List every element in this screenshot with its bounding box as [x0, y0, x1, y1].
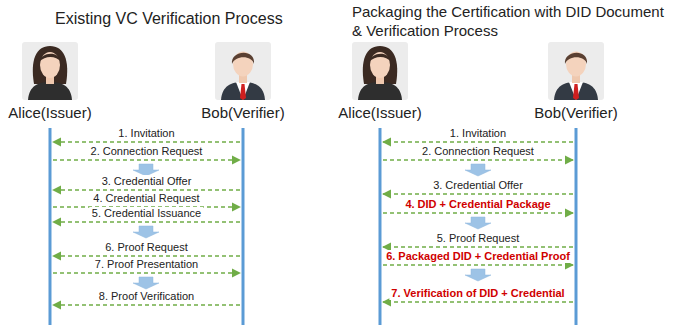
step-arrow [465, 164, 491, 176]
message-arrow [53, 304, 240, 305]
person-icon [546, 40, 606, 102]
message-label: 7. Proof Presentation [93, 258, 200, 271]
message-arrow [383, 141, 573, 142]
message-arrow [53, 159, 240, 160]
panel-title: Existing VC Verification Process [55, 9, 355, 28]
actor: Alice(Issuer) [8, 40, 91, 122]
message-arrow [53, 221, 240, 222]
message-arrow [383, 264, 573, 265]
message-label: 7. Verification of DID + Credential [389, 287, 566, 300]
message-arrow [383, 246, 573, 247]
actor-name: Alice(Issuer) [338, 104, 421, 122]
message-label: 8. Proof Verification [97, 290, 196, 303]
actor-name: Alice(Issuer) [8, 104, 91, 122]
message-arrow [383, 301, 573, 302]
message-label: 6. Packaged DID + Credential Proof [384, 250, 572, 263]
message-arrow [383, 193, 573, 194]
message-arrow [383, 159, 573, 160]
lifeline [378, 128, 381, 325]
actor: Bob(Verifier) [534, 40, 617, 122]
message-label: 4. Credential Request [91, 192, 201, 205]
person-icon [350, 40, 410, 102]
lifeline [242, 128, 245, 325]
actor-name: Bob(Verifier) [534, 104, 617, 122]
panel-title: Packaging the Certification with DID Doc… [352, 2, 674, 40]
message-label: 1. Invitation [448, 127, 508, 140]
message-label: 5. Proof Request [435, 232, 522, 245]
message-label: 3. Credential Offer [100, 175, 194, 188]
message-arrow [53, 189, 240, 190]
lifeline [48, 128, 51, 325]
message-label: 1. Invitation [116, 127, 176, 140]
message-arrow [383, 212, 573, 213]
step-arrow [133, 226, 159, 238]
step-arrow [465, 269, 491, 281]
message-label: 3. Credential Offer [431, 179, 525, 192]
lifeline [575, 128, 578, 325]
message-arrow [53, 255, 240, 256]
person-icon [213, 40, 273, 102]
step-arrow [133, 277, 159, 289]
step-arrow [465, 217, 491, 229]
message-arrow [53, 141, 240, 142]
actor: Alice(Issuer) [338, 40, 421, 122]
actor: Bob(Verifier) [201, 40, 284, 122]
message-arrow [53, 272, 240, 273]
message-label: 2. Connection Request [89, 145, 205, 158]
message-label: 6. Proof Request [103, 241, 190, 254]
message-label: 4. DID + Credential Package [403, 198, 552, 211]
message-label: 2. Connection Request [420, 145, 536, 158]
message-label: 5. Credential Issuance [90, 207, 203, 220]
actor-name: Bob(Verifier) [201, 104, 284, 122]
person-icon [20, 40, 80, 102]
